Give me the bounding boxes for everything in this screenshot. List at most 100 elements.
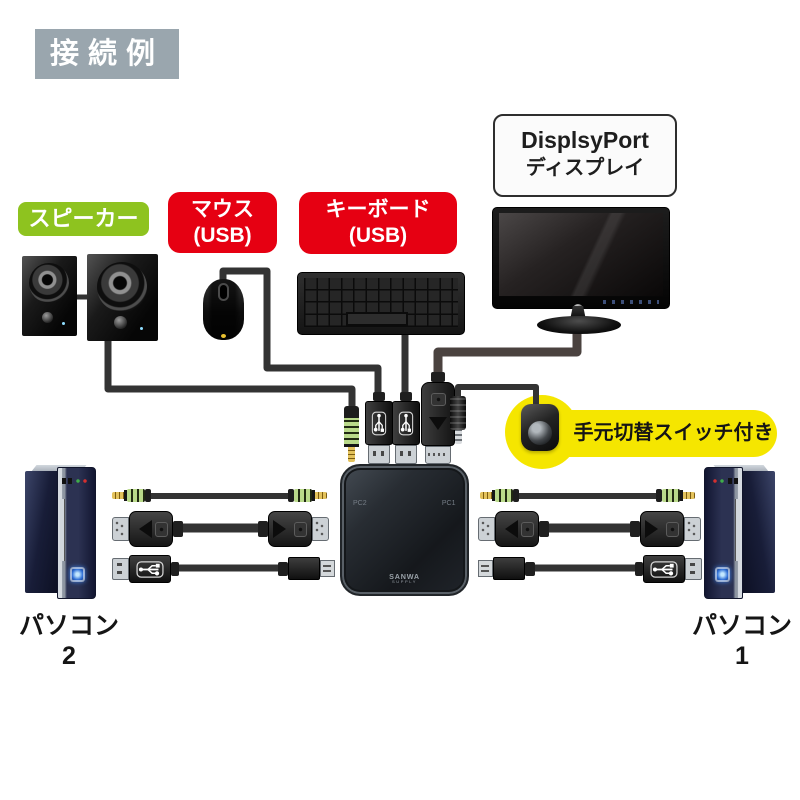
kvm-brand-logo: SANWA SUPPLY [355, 573, 455, 584]
plug-body [643, 555, 685, 583]
remote-badge-pill: 手元切替スイッチ付き [540, 410, 777, 457]
kvm-brand-line2: SUPPLY [391, 579, 418, 585]
mouse [203, 279, 244, 340]
plug-ring [124, 490, 127, 501]
plug-boot [258, 521, 268, 537]
speaker-led [140, 327, 143, 330]
pc1-label: パソコン1 [691, 612, 792, 670]
audio-plug-left-pc2 [112, 489, 151, 502]
display-label-line2: ディスプレイ [525, 157, 645, 179]
speaker-led [62, 322, 65, 325]
plug-tip [112, 558, 129, 580]
usb-a-connector-right-pc1 [635, 555, 702, 583]
monitor-control-buttons [603, 300, 659, 304]
plug-tip [315, 492, 327, 499]
displayport-triangle-icon [272, 520, 295, 538]
plug-body [493, 557, 525, 580]
plug-boot [278, 561, 288, 576]
audio-plug-right-pc1 [656, 489, 695, 502]
mouse-label-line2: (USB) [193, 224, 252, 247]
plug-body [129, 511, 173, 547]
displayport-plug-monitor [421, 372, 455, 464]
tower-logo-badge [70, 567, 85, 582]
plug-tip [480, 492, 492, 499]
kvm-brand-line1: SANWA [389, 572, 420, 581]
plug-boot [373, 392, 385, 401]
plug-boot [630, 521, 640, 537]
mouse-label: マウス (USB) [168, 192, 277, 253]
plug-latch-button [430, 393, 446, 407]
plug-band [662, 489, 680, 502]
displayport-triangle-icon [130, 520, 152, 538]
plug-body [450, 396, 466, 430]
plug-tip [478, 560, 493, 577]
plug-boot [539, 521, 549, 537]
remote-switch-button [528, 421, 552, 445]
speaker-label: スピーカー [18, 202, 149, 236]
usb-trident-icon [372, 411, 387, 435]
plug-body [129, 555, 171, 583]
usb-a-connector-left-pc2 [112, 555, 179, 583]
displayport-triangle-icon [496, 520, 518, 538]
audio-plug-top [344, 406, 359, 462]
mouse-label-line1: マウス [191, 198, 254, 221]
plug-body [640, 511, 684, 547]
keyboard-label-line2: (USB) [348, 224, 408, 247]
remote-cable [455, 384, 539, 412]
plug-tip [348, 447, 355, 462]
plug-body [268, 511, 312, 547]
keyboard [297, 272, 465, 335]
plug-tip [312, 517, 329, 541]
plug-tip [454, 430, 462, 444]
speaker-cable [104, 330, 356, 406]
speaker-knob [114, 316, 127, 329]
usb-b-connector-right-kvm [478, 557, 535, 580]
keyboard-label: キーボード (USB) [299, 192, 457, 254]
speaker-woofer [97, 262, 147, 312]
tower-led-indicators [712, 479, 724, 483]
remote-switch [521, 404, 559, 451]
plug-latch-button [155, 521, 169, 537]
plug-ring [344, 444, 359, 447]
plug-tip [395, 445, 417, 464]
plug-band [127, 489, 145, 502]
plug-boot [431, 372, 445, 382]
plug-boot [635, 562, 643, 576]
speaker-right [87, 254, 158, 341]
displayport-triangle-icon [644, 520, 667, 538]
plug-latch-button [666, 521, 680, 537]
plug-tip [368, 445, 390, 464]
plug-body [495, 511, 539, 547]
plug-collar [145, 489, 151, 502]
plug-boot [173, 521, 183, 537]
displayport-connector-right-kvm [478, 511, 549, 547]
plug-latch-button [521, 521, 535, 537]
display-label-line1: DisplsyPort [521, 127, 649, 153]
plug-boot [171, 562, 179, 576]
plug-ring [312, 490, 315, 501]
plug-ring [680, 490, 683, 501]
keyboard-spacebar [346, 312, 408, 326]
displayport-triangle-icon [429, 416, 447, 439]
plug-tip [112, 492, 124, 499]
speaker-woofer [29, 263, 69, 303]
plug-collar [656, 489, 662, 502]
pc-tower-1 [704, 464, 775, 600]
monitor [492, 207, 670, 309]
keyboard-label-line1: キーボード [325, 198, 431, 221]
mouse-sensor-dot [221, 334, 226, 338]
monitor-screen [499, 213, 663, 296]
plug-collar [288, 489, 294, 502]
plug-tip [320, 560, 335, 577]
kvm-switch: PC2 PC1 SANWA SUPPLY [340, 464, 469, 596]
plug-tip [478, 517, 495, 541]
plug-band [344, 418, 359, 444]
plug-collar [513, 489, 519, 502]
plug-tip [685, 558, 702, 580]
usb-a-plug-mouse [365, 392, 393, 464]
plug-body [288, 557, 320, 580]
tower-led-indicators [76, 479, 88, 483]
displayport-connector-right-pc1 [630, 511, 701, 547]
audio-plug-left-kvm [288, 489, 327, 502]
